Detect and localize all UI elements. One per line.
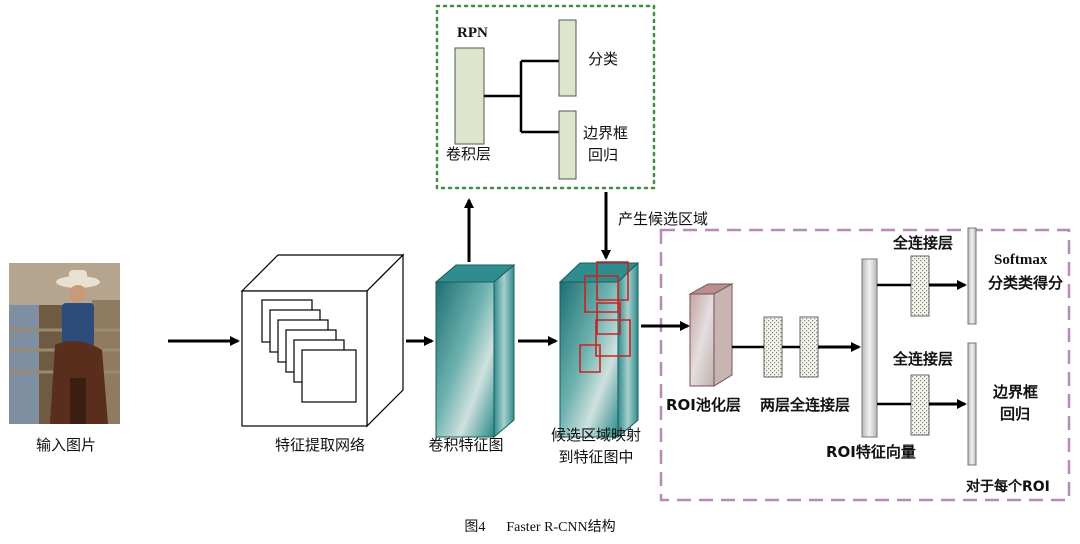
rpn-title: RPN [457,25,488,41]
proposals-label: 产生候选区域 [618,210,709,228]
roi-pooling-block [688,283,734,387]
rpn-conv-bar [454,47,485,145]
feature-net-label: 特征提取网络 [274,436,366,454]
fc-bottom-label: 全连接层 [893,350,954,368]
figure-number: 图4 [464,520,486,535]
softmax-label-2: 分类类得分 [988,274,1064,292]
rpn-bbox-label-2: 回归 [588,146,619,164]
rpn-cls-label: 分类 [588,50,619,68]
feature-extraction-cube [240,253,405,428]
rpn-cls-bar [558,19,577,97]
conv-feature-map [434,263,516,439]
input-image [9,263,120,424]
roi-vector-label: ROI特征向量 [826,443,916,461]
bbox-reg-label-2: 回归 [1000,405,1031,423]
per-roi-container [659,228,1071,502]
mapped-label-1: 候选区域映射 [550,426,642,444]
mapped-label-2: 到特征图中 [558,448,634,466]
fc-layer-2 [799,316,819,378]
fc-top [910,255,930,317]
softmax-output-bar [967,227,977,325]
per-roi-label: 对于每个ROI [966,479,1050,495]
conv-feature-map-label: 卷积特征图 [428,436,504,454]
input-image-label: 输入图片 [35,436,97,454]
figure-caption: 图4 Faster R-CNN结构 [464,516,615,536]
softmax-label-1: Softmax [994,252,1048,268]
bbox-output-bar [967,342,977,466]
figure-title: Faster R-CNN结构 [506,520,616,535]
fc-layer-1 [763,316,783,378]
fc-bottom [910,374,930,436]
rpn-bbox-label-1: 边界框 [583,124,629,142]
bbox-reg-label-1: 边界框 [993,383,1039,401]
two-fc-label: 两层全连接层 [760,396,851,414]
roi-feature-vector [861,258,878,438]
mapped-feature-map [558,261,640,439]
rpn-conv-label: 卷积层 [446,145,492,163]
rpn-container [435,4,656,190]
fc-top-label: 全连接层 [893,234,954,252]
roi-pool-label: ROI池化层 [666,396,741,414]
rpn-bbox-bar [558,110,577,180]
